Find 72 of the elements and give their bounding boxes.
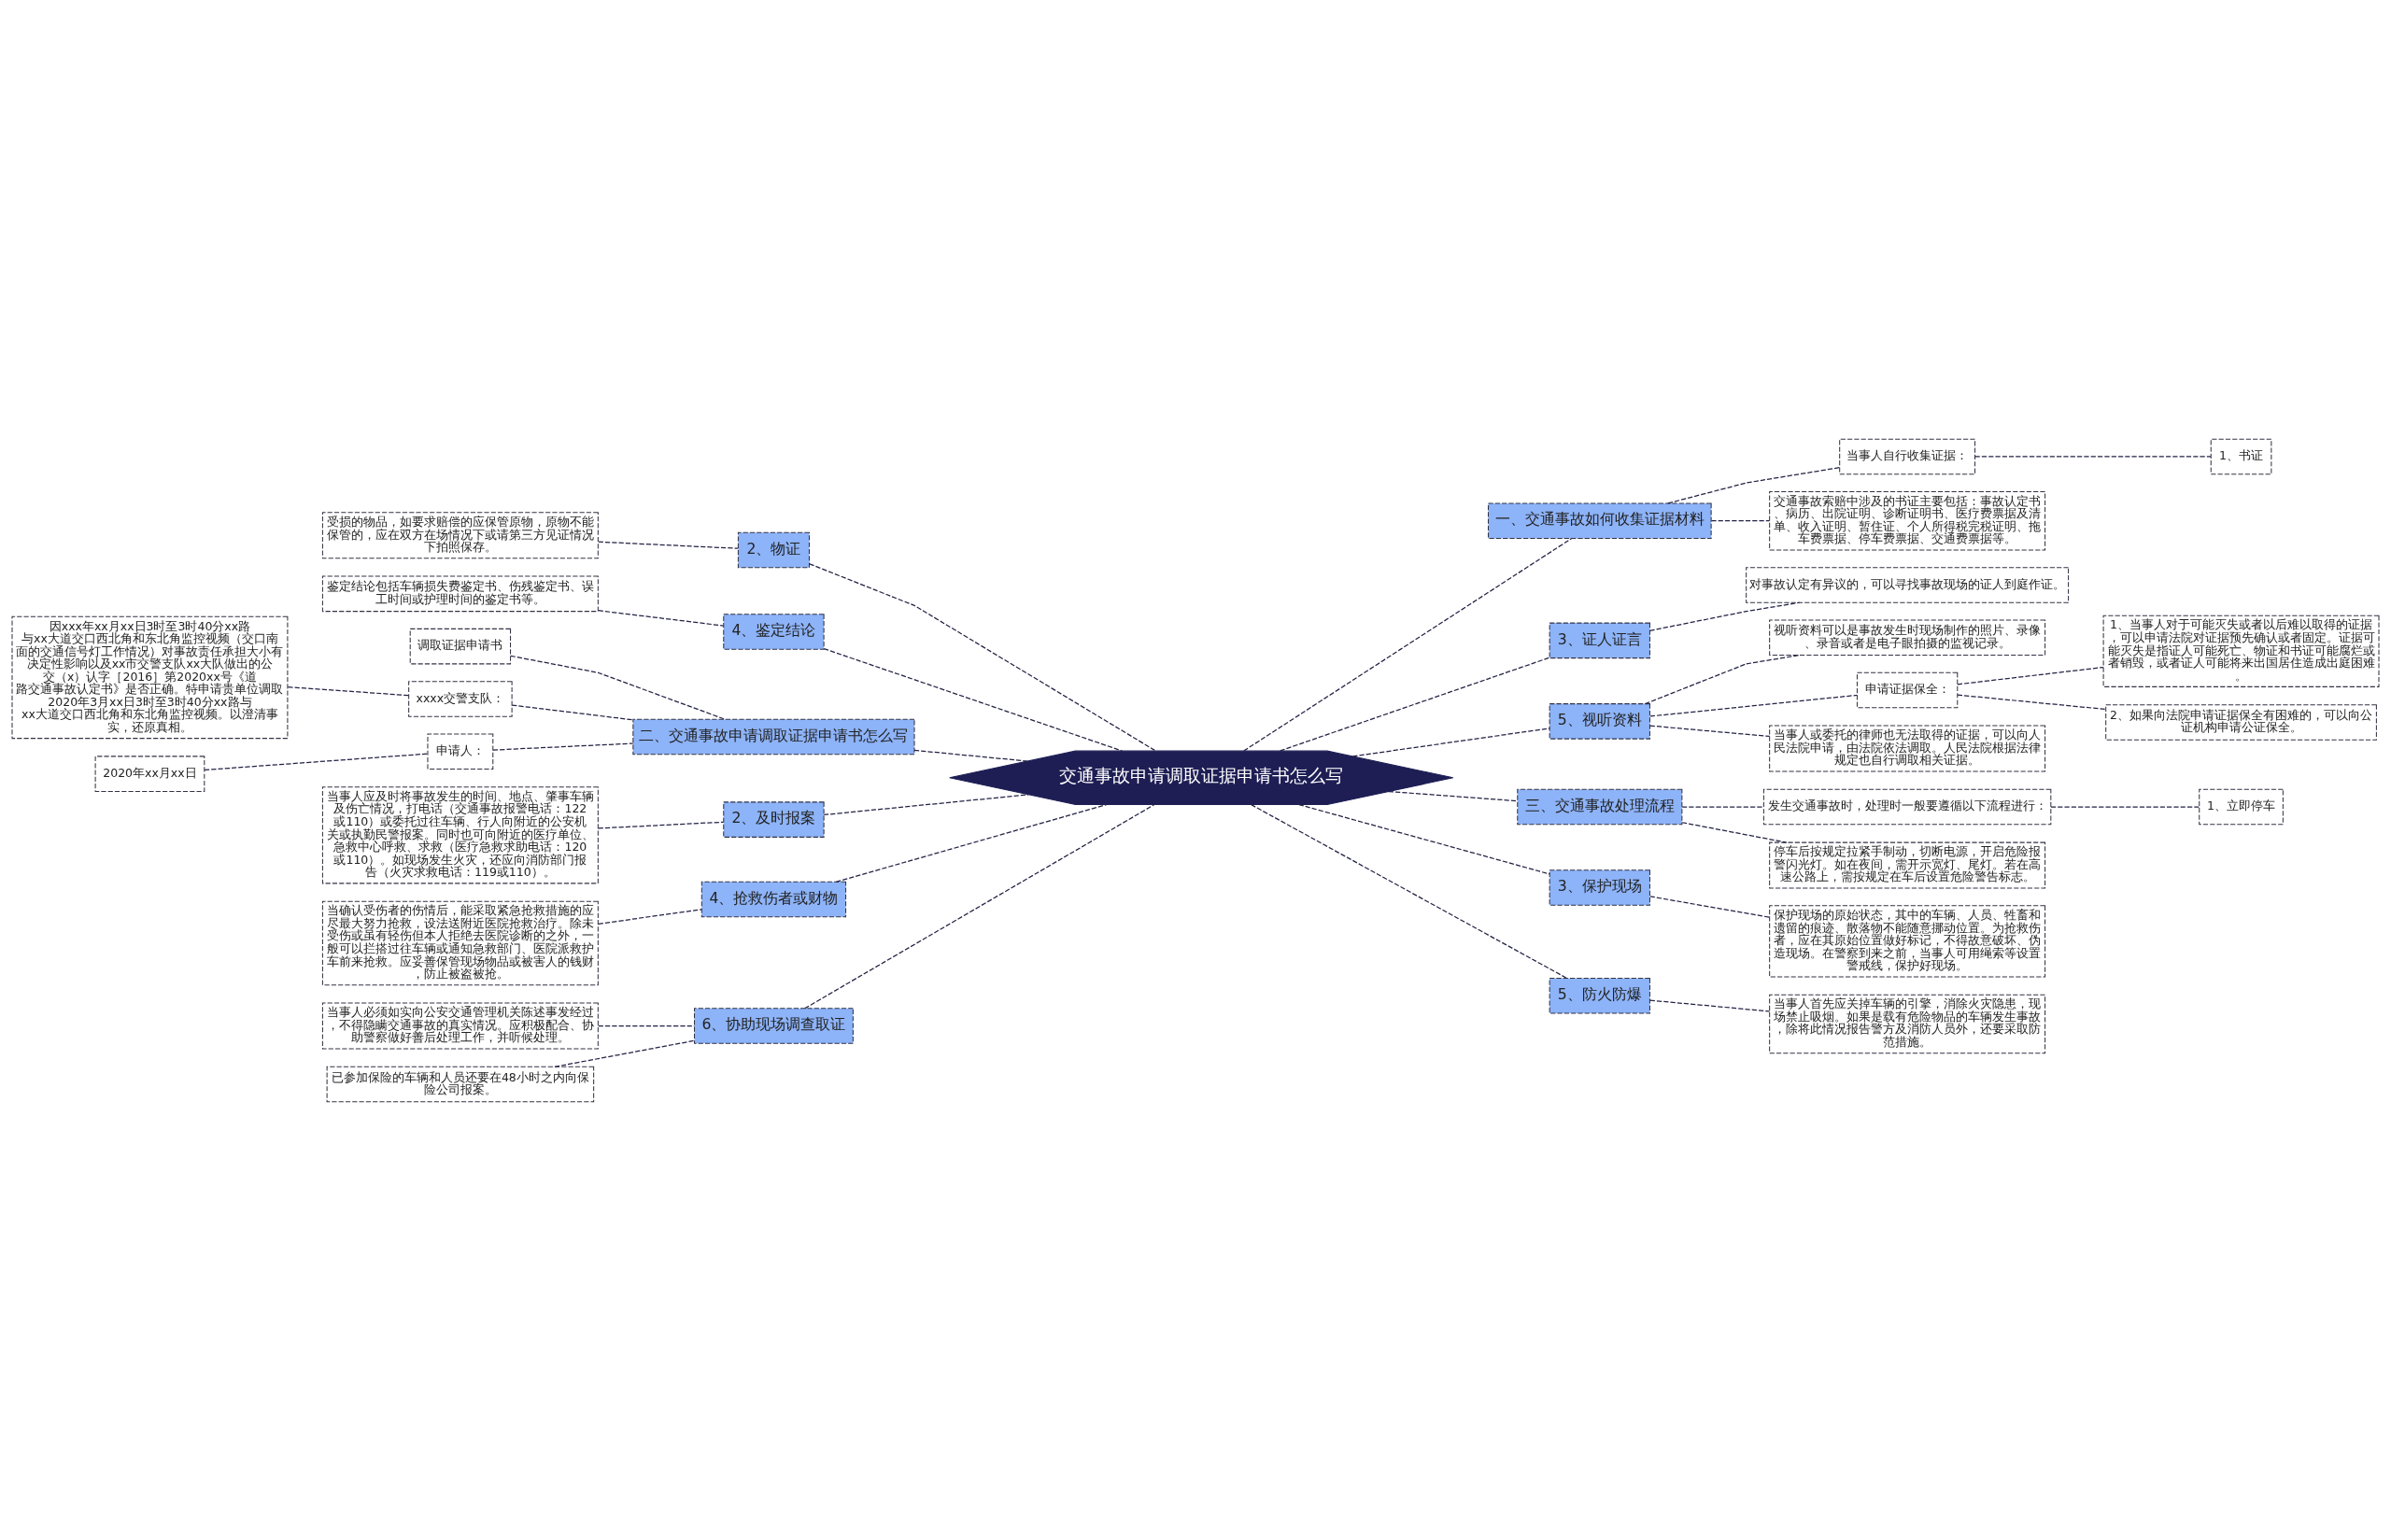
connector <box>1649 694 1858 717</box>
node-box: 2、如果向法院申请证据保全有困难的，可以向公证机构申请公证保全。 <box>2105 703 2377 741</box>
connector <box>492 742 634 751</box>
node-box: 一、交通事故如何收集证据材料 <box>1487 502 1712 539</box>
node-box: 发生交通事故时，处理时一般要遵循以下流程进行： <box>1762 788 2052 825</box>
node-box: 2、物证 <box>737 531 810 568</box>
node-box: 2020年xx月xx日 <box>94 755 205 792</box>
connector <box>1681 821 1788 843</box>
node-box: 当确认受伤者的伤情后，能采取紧急抢救措施的应尽最大努力抢救，设法送附近医院抢救治疗。除未受伤或虽有轻伤但本人拒绝去医院诊断的之外，一般可以拦搭过往车辆或通知急救部门、医院派救护车前来抢救。应妥善保管现场物品或被害人的钱财，防止被盗被抢。 <box>321 900 599 985</box>
connector <box>598 541 739 549</box>
node-box: 因xxx年xx月xx日3时至3时40分xx路与xx大道交口西北角和东北角监控视频（交口南面的交通信号灯工作情况）对事故责任承担大小有决定性影响以及xx市交警支队xx大队做出的公交（x）认字［2016］第2020xx号《道路交通事故认定书》是否正确。特申请贵单位调取2020年3月xx日3时至3时40分xx路与xx大道交口西北角和东北角监控视频。以澄清事实，还原真相。 <box>11 615 289 739</box>
node-box: 当事人应及时将事故发生的时间、地点、肇事车辆及伤亡情况，打电话（交通事故报警电话：122或110）或委托过往车辆、行人向附近的公安机关或执勤民警报案。同时也可向附近的医疗单位、急救中心呼救、求救（医疗急救求助电话：120或110）。如现场发生火灾，还应向消防部门报告（火灾求救电话：119或110）。 <box>321 785 599 883</box>
node-box: 3、保护现场 <box>1549 869 1650 906</box>
connector <box>1648 601 1801 631</box>
connector <box>1974 455 2212 458</box>
connector <box>510 655 726 720</box>
node-box: 当事人自行收集证据： <box>1839 438 1976 474</box>
node-box: 当事人首先应关掉车辆的引擎，消除火灾隐患，现场禁止吸烟。如果是载有危险物品的车辆发生事故，除将此情况报告警方及消防人员外，还要采取防范措施。 <box>1769 994 2046 1053</box>
connector <box>823 647 1123 752</box>
connector <box>1298 803 1550 875</box>
connector <box>511 703 634 720</box>
node-box: 三、交通事故处理流程 <box>1517 788 1683 825</box>
node-box: 3、证人证言 <box>1549 622 1650 658</box>
node-box: 保护现场的原始状态，其中的车辆、人员、牲畜和遗留的痕迹、散落物不能随意挪动位置。为抢救伤者，应在其原始位置做好标记，不得故意破坏、伪造现场。在警察到来之前，当事人可用绳索等设置警戒线，保护好现场。 <box>1769 904 2046 977</box>
connector <box>823 793 1029 815</box>
connector <box>1280 657 1550 752</box>
node-box: 1、当事人对于可能灭失或者以后难以取得的证据，可以申请法院对证据预先确认或者固定。证据可能灭失是指证人可能死亡、物证和书证可能腐烂或者销毁，或者证人可能将来出国居住造成出庭困难。 <box>2102 615 2380 687</box>
node-box: 5、视听资料 <box>1549 702 1650 740</box>
node-box: 5、防火防爆 <box>1549 977 1650 1013</box>
connector <box>598 908 702 925</box>
connector <box>1710 519 1771 521</box>
node-box: 1、立即停车 <box>2199 788 2284 825</box>
node-box: 当事人或委托的律师也无法取得的证据，可以向人民法院申请，由法院依法调取。人民法院根据法律规定也自行调取相关证据。 <box>1769 725 2046 772</box>
connector <box>1351 727 1550 756</box>
node-box: 停车后按规定拉紧手制动，切断电源，开启危险报警闪光灯。如在夜间，需开示宽灯、尾灯。若在高速公路上，需按规定在车后设置危险警告标志。 <box>1769 841 2046 889</box>
connector <box>1243 537 1573 752</box>
node-box: 1、书证 <box>2210 438 2272 474</box>
node-box: 二、交通事故申请调取证据申请书怎么写 <box>632 718 915 755</box>
node-box: xxxx交警支队： <box>408 680 513 717</box>
connector <box>1388 790 1519 801</box>
node-box: 4、鉴定结论 <box>723 613 825 650</box>
connector <box>598 821 725 829</box>
connector <box>1644 654 1801 704</box>
node-box: 受损的物品，如要求赔偿的应保管原物，原物不能保管的，应在双方在场情况下或请第三方见证情况下拍照保存。 <box>321 511 599 558</box>
connector <box>913 749 1028 762</box>
node-box: 申请证据保全： <box>1856 671 1959 708</box>
connector <box>2050 805 2200 808</box>
node-box: 4、抢救伤者或财物 <box>700 881 847 917</box>
node-box: 2、及时报案 <box>723 800 825 838</box>
connector <box>1649 895 1771 918</box>
connector <box>835 803 1108 883</box>
connector <box>1957 694 2106 710</box>
node-box: 交通事故索赔中涉及的书证主要包括：事故认定书、病历、出院证明、诊断证明书、医疗费票据及清单、收入证明、暂住证、个人所得税完税证明、拖车费票据、停车费票据、交通费票据等。 <box>1769 490 2046 550</box>
connector <box>1681 805 1764 808</box>
node-box: 当事人必须如实向公安交通管理机关陈述事发经过，不得隐瞒交通事故的真实情况。应积极配合、协助警察做好善后处理工作，并听候处理。 <box>321 1002 599 1050</box>
connector <box>809 562 1156 752</box>
node-box: 已参加保险的车辆和人员还要在48小时之内向保险公司报案。 <box>326 1066 595 1102</box>
connector <box>1667 466 1840 504</box>
node-box: 调取证据申请书 <box>409 628 512 664</box>
connector <box>598 609 725 627</box>
node-box: 对事故认定有异议的，可以寻找事故现场的证人到庭作证。 <box>1746 566 2070 603</box>
connector <box>204 753 429 770</box>
connector <box>804 803 1155 1009</box>
connector <box>598 1024 695 1026</box>
connector <box>287 685 410 696</box>
node-box: 申请人： <box>427 732 494 770</box>
node-box: 6、协助现场调查取证 <box>694 1007 854 1044</box>
connector <box>1957 666 2104 685</box>
connector <box>1649 999 1771 1012</box>
node-box: 视听资料可以是事故发生时现场制作的照片、录像、录音或者是电子眼拍摄的监视记录。 <box>1769 619 2046 656</box>
node-box: 鉴定结论包括车辆损失费鉴定书、伤残鉴定书、误工时间或护理时间的鉴定书等。 <box>321 575 599 612</box>
connector <box>1649 724 1771 737</box>
